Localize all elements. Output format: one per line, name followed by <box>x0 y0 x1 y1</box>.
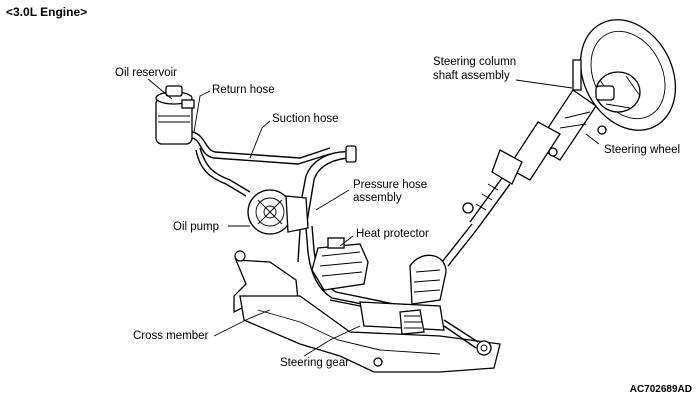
label-steering-column-line1: Steering column <box>433 56 517 68</box>
label-steering-wheel: Steering wheel <box>604 144 681 156</box>
oil-reservoir-drawing <box>155 85 195 145</box>
cross-member-drawing <box>233 250 501 373</box>
steering-wheel-drawing <box>579 19 677 131</box>
figure-code: AC702689AD <box>629 384 692 395</box>
leader-lines <box>147 78 600 357</box>
label-return-hose: Return hose <box>212 84 275 96</box>
label-oil-reservoir: Oil reservoir <box>115 67 177 79</box>
oil-pump-drawing <box>247 189 309 235</box>
label-pressure-hose-line1: Pressure hose <box>353 179 428 191</box>
heat-protector-drawing <box>311 237 369 291</box>
label-pressure-hose-line2: assembly <box>353 192 402 204</box>
label-steering-column-line2: shaft assembly <box>433 70 510 82</box>
label-oil-pump: Oil pump <box>173 221 220 233</box>
label-heat-protector: Heat protector <box>356 228 429 240</box>
label-steering-gear: Steering gear <box>280 357 350 369</box>
label-cross-member: Cross member <box>133 330 209 342</box>
engine-variant-heading: <3.0L Engine> <box>6 5 88 19</box>
steering-column-drawing <box>441 59 607 267</box>
steering-gear-drawing <box>329 254 492 356</box>
label-suction-hose: Suction hose <box>272 113 339 125</box>
hoses-drawing <box>191 131 357 263</box>
